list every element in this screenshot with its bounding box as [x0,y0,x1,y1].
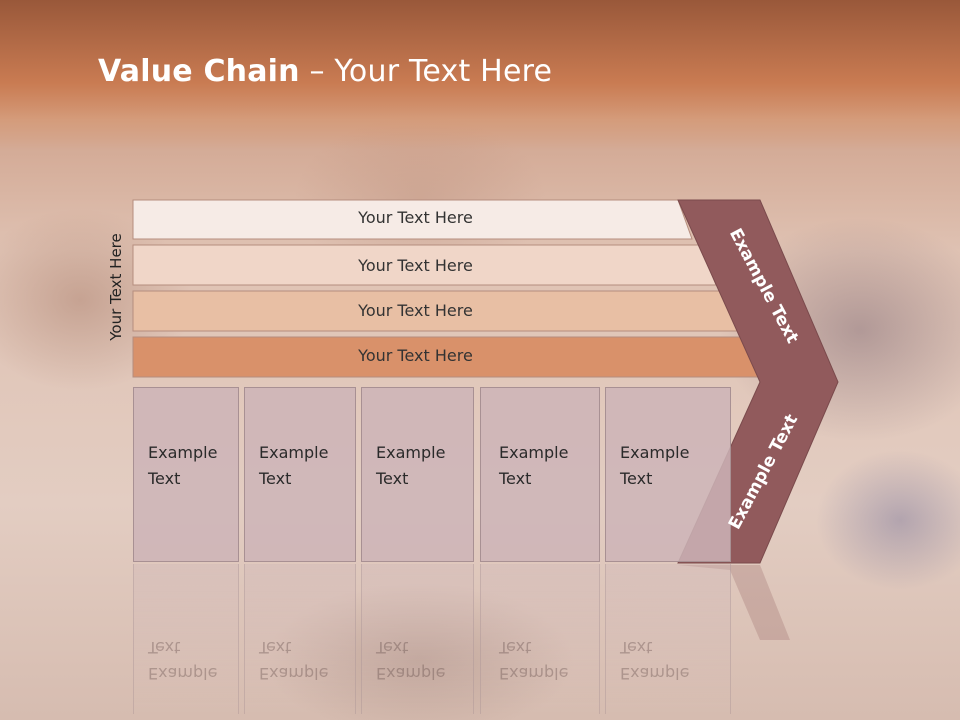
activity-box-4-line2: Text [499,469,532,488]
margin-chevron-shape [677,199,839,564]
title-bold: Value Chain [98,54,300,89]
slide-title: Value Chain – Your Text Here [98,54,552,89]
activity-box-5-line2: Text [620,469,653,488]
band-1-shape [132,199,693,240]
activity-box-5-line1: Example [620,443,690,462]
title-bar [0,0,960,150]
band-4-label: Your Text Here [358,346,473,365]
band-3-label: Your Text Here [358,301,473,320]
band-2-label: Your Text Here [358,256,473,275]
margin-chevron-reflection [678,565,790,640]
activity-box-4-line1: Example [499,443,569,462]
activity-box-3-line2: Text [376,469,409,488]
title-rest: – Your Text Here [299,54,553,89]
activity-box-2-line2: Text [259,469,292,488]
activity-box-3-line1: Example [376,443,446,462]
activity-box-2-line1: Example [259,443,329,462]
activity-box-1-line1: Example [148,443,218,462]
band-1-label: Your Text Here [358,208,473,227]
activity-box-1-line2: Text [148,469,181,488]
